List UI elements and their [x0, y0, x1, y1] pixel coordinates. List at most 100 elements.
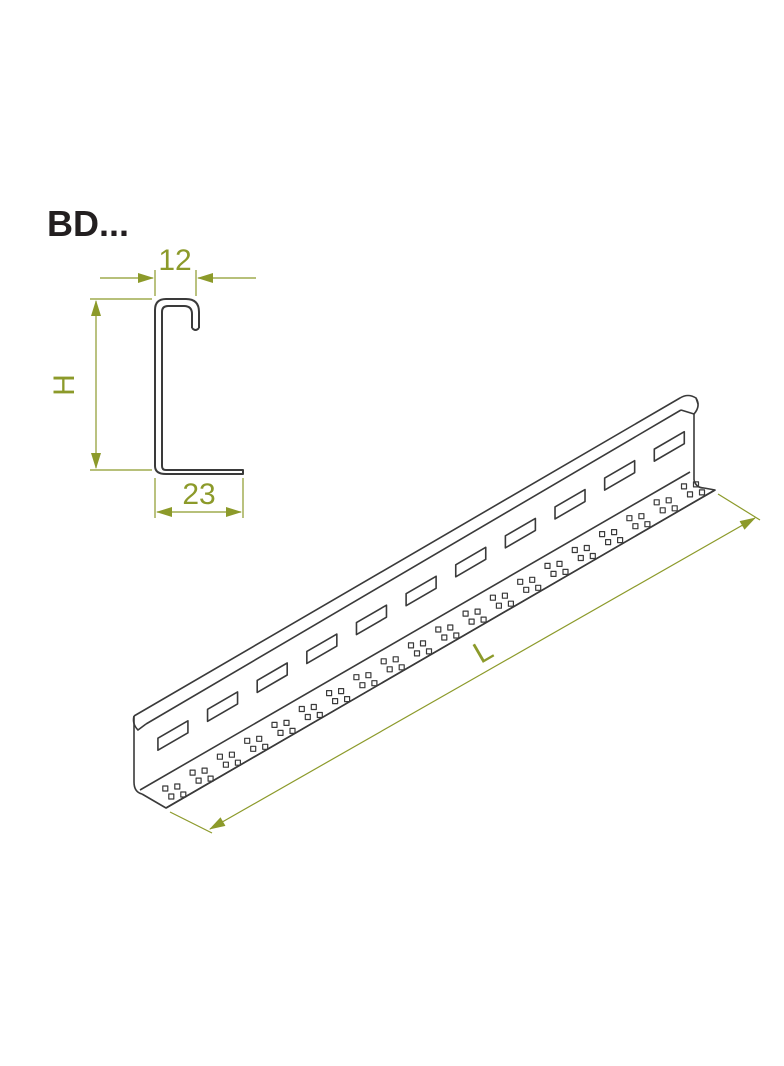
flange-hole [386, 666, 393, 673]
web-slot [355, 604, 388, 636]
rail-flange-front-edge [141, 487, 716, 809]
flange-hole [304, 713, 311, 721]
flange-hole [659, 507, 666, 514]
flange-hole [653, 499, 660, 506]
rail-bend-corner-front [133, 781, 143, 795]
flange-hole [604, 538, 612, 546]
flange-hole [189, 769, 196, 776]
flange-hole [686, 491, 694, 498]
flange-hole [283, 719, 290, 727]
web-slot [256, 662, 288, 694]
flange-hole [338, 687, 345, 695]
flange-hole [644, 521, 651, 528]
flange-hole [216, 753, 223, 760]
flange-hole [425, 648, 433, 655]
product-code-title: BD... [47, 203, 130, 244]
rail-bend-line [139, 471, 691, 791]
flange-hole [517, 578, 524, 585]
flange-hole [583, 544, 590, 552]
rail-web-slots [157, 430, 686, 752]
flange-hole [441, 634, 448, 641]
flange-hole [234, 759, 241, 766]
web-slot [206, 691, 239, 723]
flange-hole [180, 791, 187, 798]
flange-hole [462, 610, 469, 617]
web-slot [405, 575, 437, 607]
rail-isometric-view [132, 394, 716, 809]
flange-hole [589, 552, 596, 560]
flange-hole [562, 568, 569, 576]
rail-top-lip-outer [133, 394, 699, 717]
flange-hole [447, 624, 454, 631]
flange-hole [453, 632, 460, 639]
flange-hole [598, 530, 606, 538]
flange-hole [468, 618, 475, 625]
flange-hole [489, 594, 496, 601]
top-width-dimension [100, 270, 256, 296]
flange-hole [344, 695, 351, 703]
flange-hole [316, 711, 323, 719]
flange-hole [353, 674, 360, 681]
cross-section-profile [154, 298, 244, 475]
rail-top-lip-inner [145, 409, 682, 725]
flange-hole [332, 697, 339, 705]
flange-hole [535, 584, 542, 591]
height-label: H [48, 374, 81, 396]
flange-hole [507, 600, 514, 607]
flange-hole [262, 743, 269, 750]
flange-hole [222, 761, 229, 768]
rail-lip-curl-front [132, 715, 147, 731]
top-width-label: 12 [158, 244, 191, 277]
flange-hole [435, 626, 442, 633]
flange-hole [271, 721, 278, 729]
flange-hole [371, 680, 378, 687]
flange-hole [413, 650, 421, 657]
flange-hole [365, 672, 372, 679]
length-dimension [169, 493, 761, 834]
base-width-label: 23 [182, 478, 215, 511]
flange-hole [523, 586, 530, 593]
rail-flange-holes [162, 481, 706, 800]
flange-hole [310, 703, 317, 711]
flange-hole [244, 737, 251, 744]
flange-hole [577, 554, 584, 562]
flange-hole [298, 705, 305, 713]
flange-hole [556, 560, 563, 568]
flange-hole [474, 608, 481, 615]
web-slot [157, 720, 189, 752]
flange-hole [326, 689, 333, 697]
flange-hole [616, 536, 624, 544]
flange-hole [550, 570, 557, 578]
flange-hole [277, 729, 284, 737]
web-slot [504, 517, 537, 549]
flange-hole [174, 783, 181, 790]
flange-hole [228, 751, 235, 758]
rail-bend-corner-back [693, 479, 705, 489]
rail-lip-curl-back [680, 397, 699, 415]
flange-hole [480, 616, 487, 623]
flange-hole [168, 793, 175, 800]
flange-hole [680, 483, 688, 490]
length-label: L [468, 633, 499, 670]
flange-hole [495, 602, 502, 609]
flange-hole [398, 664, 405, 671]
flange-hole [610, 528, 618, 536]
flange-hole [665, 497, 672, 504]
flange-hole [626, 515, 633, 522]
web-slot [653, 430, 686, 462]
flange-hole [195, 777, 202, 784]
base-width-dimension [154, 478, 244, 518]
flange-hole [632, 523, 639, 530]
flange-hole [256, 735, 263, 742]
height-dimension [90, 298, 152, 471]
flange-hole [407, 642, 415, 649]
flange-hole [162, 785, 169, 792]
flange-hole [501, 592, 508, 599]
flange-hole [250, 745, 257, 752]
rail-flange-outer-edge [165, 489, 716, 809]
flange-hole [638, 513, 645, 520]
flange-hole [201, 767, 208, 774]
flange-hole [392, 656, 399, 663]
flange-hole [207, 775, 214, 782]
